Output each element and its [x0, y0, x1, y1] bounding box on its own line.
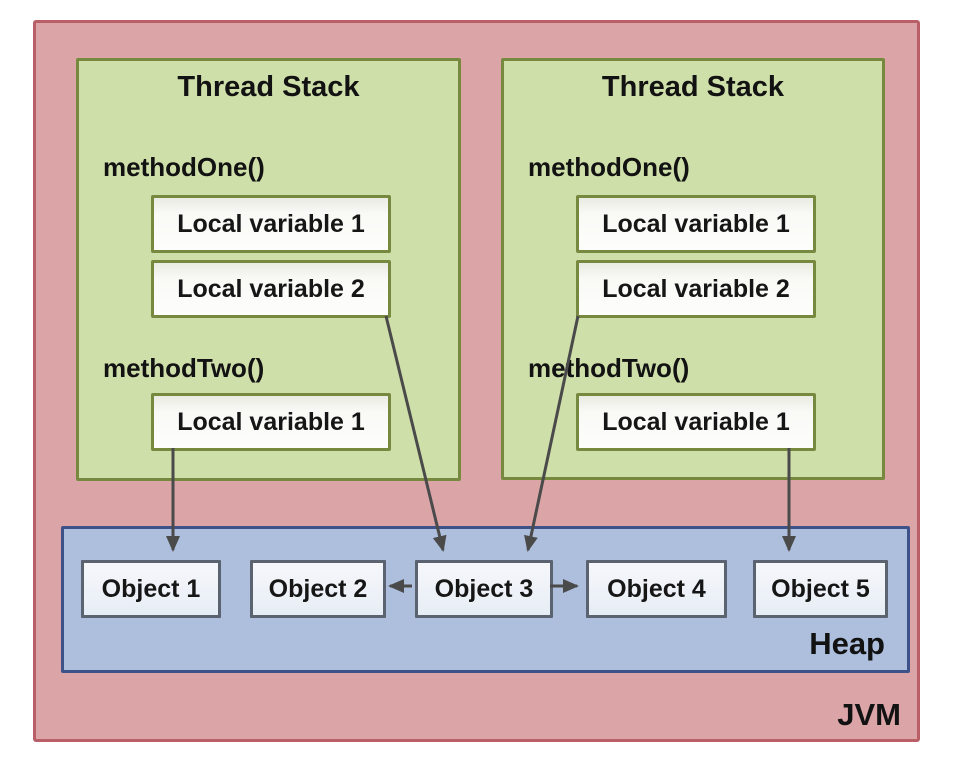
stack1-method-two-label: methodTwo(): [103, 353, 265, 383]
heap-object-4: Object 4: [586, 560, 727, 618]
heap-object-2: Object 2: [250, 560, 386, 618]
thread-stack-2: Thread Stack methodOne() Local variable …: [501, 58, 885, 480]
stack2-methodtwo-local-variable-1: Local variable 1: [576, 393, 816, 451]
jvm-container: Thread Stack methodOne() Local variable …: [33, 20, 920, 742]
stack2-methodone-local-variable-1: Local variable 1: [576, 195, 816, 253]
heap-container: Object 1 Object 2 Object 3 Object 4 Obje…: [61, 526, 910, 673]
stack1-methodone-local-variable-2: Local variable 2: [151, 260, 391, 318]
heap-object-3: Object 3: [415, 560, 553, 618]
stack2-method-one-label: methodOne(): [528, 152, 690, 182]
heap-object-1: Object 1: [81, 560, 221, 618]
jvm-label: JVM: [837, 697, 901, 732]
thread-stack-1: Thread Stack methodOne() Local variable …: [76, 58, 461, 481]
thread-stack-2-title: Thread Stack: [601, 71, 785, 103]
stack1-methodone-local-variable-1: Local variable 1: [151, 195, 391, 253]
stack1-methodtwo-local-variable-1: Local variable 1: [151, 393, 391, 451]
heap-object-5: Object 5: [753, 560, 888, 618]
stack2-methodone-local-variable-2: Local variable 2: [576, 260, 816, 318]
thread-stack-1-title: Thread Stack: [177, 71, 360, 103]
stack2-method-two-label: methodTwo(): [528, 353, 690, 383]
heap-label: Heap: [809, 626, 885, 661]
stack1-method-one-label: methodOne(): [103, 152, 265, 182]
